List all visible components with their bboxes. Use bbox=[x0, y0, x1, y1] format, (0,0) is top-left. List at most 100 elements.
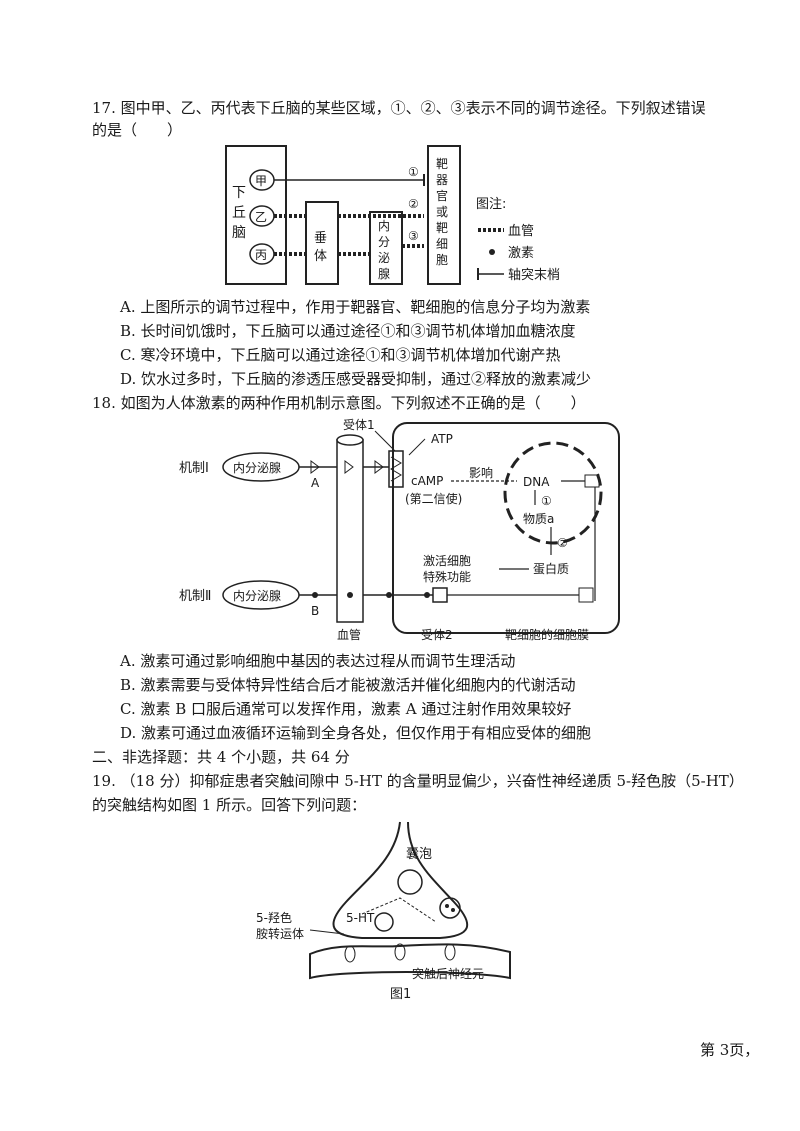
vesicle-path bbox=[361, 897, 437, 923]
q17-option-a: A. 上图所示的调节过程中，作用于靶器官、靶细胞的信息分子均为激素 bbox=[120, 298, 591, 316]
activate-1: 激活细胞 bbox=[423, 554, 471, 568]
hypothalamus-label-3: 脑 bbox=[232, 225, 246, 241]
presynaptic-terminal bbox=[332, 821, 469, 939]
receptor1-glyph bbox=[388, 450, 404, 488]
target-5: 靶 bbox=[436, 221, 448, 235]
route3: ③ bbox=[408, 229, 419, 243]
vesicle-3-dot-2 bbox=[451, 908, 455, 912]
mech1-label: 机制Ⅰ bbox=[179, 461, 209, 476]
receptor1-pointer bbox=[374, 430, 396, 452]
q18-figure: 机制Ⅰ 内分泌腺 A 血管 受体1 ATP cAMP (第二信使) 影响 DNA… bbox=[179, 418, 620, 642]
mech1-gland: 内分泌腺 bbox=[233, 461, 281, 475]
label-b: B bbox=[311, 604, 319, 618]
hormone-b-in-vessel bbox=[347, 592, 353, 598]
target-4: 或 bbox=[436, 205, 448, 219]
endo-4: 腺 bbox=[378, 267, 390, 281]
receptor1-zigzag bbox=[390, 456, 402, 482]
pituitary-2: 体 bbox=[314, 249, 327, 264]
mech2-gland: 内分泌腺 bbox=[233, 589, 281, 603]
q18-option-b: B. 激素需要与受体特异性结合后才能被激活并催化细胞内的代谢活动 bbox=[120, 676, 576, 694]
vesicle-3 bbox=[439, 897, 461, 919]
mech2-label: 机制Ⅱ bbox=[179, 589, 211, 604]
receptor2-glyph bbox=[432, 587, 448, 603]
page-number: 第 3页， bbox=[700, 1041, 760, 1059]
dna-label: DNA bbox=[523, 475, 550, 489]
vessel-top bbox=[336, 434, 364, 446]
hormone-b-out bbox=[386, 592, 392, 598]
endo-1: 内 bbox=[378, 219, 390, 233]
q18-option-d: D. 激素可通过血液循环运输到全身各处，但仅作用于有相应受体的细胞 bbox=[120, 724, 592, 742]
area-bing: 丙 bbox=[255, 248, 267, 262]
legend-vessel: 血管 bbox=[508, 224, 534, 239]
transporter-2: 胺转运体 bbox=[256, 926, 304, 941]
vesicle-1 bbox=[397, 869, 423, 895]
legend-hormone: 激素 bbox=[508, 246, 534, 261]
nucleus bbox=[503, 441, 603, 545]
q17-option-d: D. 饮水过多时，下丘脑的渗透压感受器受抑制，通过②释放的激素减少 bbox=[120, 370, 592, 388]
legend-axon: 轴突末梢 bbox=[508, 267, 560, 283]
q19-stem-line1: 19. （18 分）抑郁症患者突触间隙中 5-HT 的含量明显偏少，兴奋性神经递… bbox=[92, 772, 744, 790]
receptor-2 bbox=[394, 943, 406, 961]
nuclear-receptor-glyph bbox=[578, 587, 594, 603]
area-yi: 乙 bbox=[255, 210, 267, 224]
transporter-pointer bbox=[309, 929, 345, 935]
protein-label: 蛋白质 bbox=[533, 561, 569, 576]
substance-a: 物质a bbox=[523, 512, 554, 526]
second-messenger: (第二信使) bbox=[405, 491, 462, 506]
gene-receptor-glyph bbox=[584, 474, 600, 488]
target-1: 靶 bbox=[436, 157, 448, 171]
legend-hormone-swatch bbox=[489, 249, 495, 255]
q17-option-b: B. 长时间饥饿时，下丘脑可以通过途径①和③调节机体增加血糖浓度 bbox=[120, 322, 576, 340]
route2: ② bbox=[408, 197, 419, 211]
membrane-label: 靶细胞的细胞膜 bbox=[505, 627, 589, 642]
atp-pointer bbox=[408, 438, 426, 456]
hormone-a-out bbox=[374, 460, 384, 474]
receptor-3 bbox=[444, 943, 456, 961]
vesicle-label: 囊泡 bbox=[406, 846, 432, 862]
activate-2: 特殊功能 bbox=[423, 569, 471, 584]
q18-option-a: A. 激素可通过影响细胞中基因的表达过程从而调节生理活动 bbox=[120, 652, 516, 670]
label-a: A bbox=[311, 476, 320, 490]
camp-label: cAMP bbox=[411, 474, 443, 488]
postsynaptic-neuron bbox=[309, 943, 511, 980]
figure1-caption: 图1 bbox=[390, 987, 411, 1002]
pituitary-box bbox=[305, 201, 339, 285]
target-3: 官 bbox=[436, 188, 448, 203]
legend-title: 图注: bbox=[476, 197, 506, 212]
receptor2-label: 受体2 bbox=[421, 628, 453, 642]
neurotransmitter-label: 5-HT bbox=[346, 911, 375, 925]
hormone-b-bound bbox=[424, 592, 430, 598]
receptor1-label: 受体1 bbox=[343, 418, 375, 432]
hormone-a-glyph bbox=[310, 460, 320, 474]
transporter-1: 5-羟色 bbox=[256, 910, 292, 925]
influence-label: 影响 bbox=[469, 465, 493, 480]
postsynaptic-label: 突触后神经元 bbox=[412, 966, 484, 981]
vessel-label: 血管 bbox=[337, 627, 361, 642]
endo-2: 分 bbox=[378, 235, 390, 249]
q19-stem-line2: 的突触结构如图 1 所示。回答下列问题： bbox=[92, 796, 367, 814]
q17-option-c: C. 寒冷环境中，下丘脑可以通过途径①和③调节机体增加代谢产热 bbox=[120, 346, 561, 364]
step1-label: ① bbox=[541, 494, 552, 508]
hypothalamus-label-2: 丘 bbox=[232, 205, 246, 221]
target-box bbox=[427, 145, 461, 285]
pituitary-1: 垂 bbox=[314, 231, 327, 246]
q19-figure: 囊泡 5-HT 5-羟色 胺转运体 突触后神经元 图1 bbox=[256, 821, 511, 1002]
receptor-1 bbox=[344, 945, 356, 963]
q17-figure: 下 丘 脑 甲 乙 丙 垂 体 内 分 泌 腺 靶 器 官 或 靶 细 胞 ① … bbox=[225, 145, 560, 285]
q17-stem-line2: 的是（ ） bbox=[92, 121, 183, 139]
hormone-b-glyph bbox=[312, 592, 318, 598]
target-7: 胞 bbox=[436, 253, 448, 267]
route1: ① bbox=[408, 165, 419, 179]
endo-3: 泌 bbox=[378, 251, 390, 265]
step2-label: ② bbox=[557, 536, 568, 550]
vesicle-3-dot-1 bbox=[445, 904, 449, 908]
target-6: 细 bbox=[436, 237, 448, 251]
q17-stem-line1: 17. 图中甲、乙、丙代表下丘脑的某些区域，①、②、③表示不同的调节途径。下列叙… bbox=[92, 99, 706, 117]
area-jia: 甲 bbox=[255, 174, 267, 188]
q18-option-c: C. 激素 B 口服后通常可以发挥作用，激素 A 通过注射作用效果较好 bbox=[120, 700, 572, 718]
atp-label: ATP bbox=[431, 432, 453, 446]
q18-stem: 18. 如图为人体激素的两种作用机制示意图。下列叙述不正确的是（ ） bbox=[92, 394, 586, 412]
section-2-heading: 二、非选择题：共 4 个小题，共 64 分 bbox=[92, 748, 350, 766]
hormone-a-in-vessel bbox=[344, 460, 354, 474]
target-cell bbox=[392, 422, 620, 634]
